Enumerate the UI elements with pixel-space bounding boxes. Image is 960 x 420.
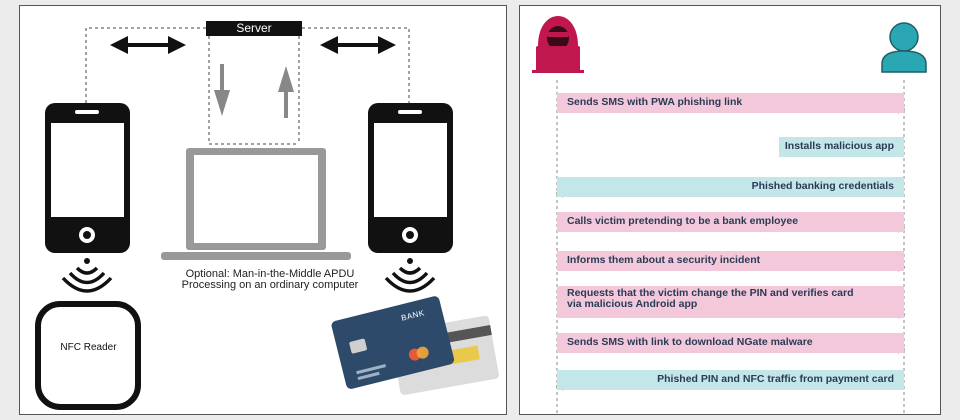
right-double-arrow-icon (320, 36, 396, 54)
laptop-icon (161, 148, 351, 260)
right-phone-icon (368, 103, 453, 253)
laptop-server-arrows (214, 64, 294, 118)
sequence-message-5: Informs them about a security incident (557, 251, 904, 271)
relay-architecture-panel: Server Optional: Man-in-the-Middle APDU … (19, 5, 507, 415)
sequence-message-text: Installs malicious app (784, 140, 894, 152)
sequence-message-text: Phished PIN and NFC traffic from payment… (657, 373, 894, 385)
payment-cards-icon (331, 296, 499, 395)
sequence-message-6: Requests that the victim change the PIN … (557, 286, 904, 318)
sequence-message-text: Informs them about a security incident (567, 254, 761, 266)
bidirectional-arrows (110, 36, 396, 54)
left-double-arrow-icon (110, 36, 186, 54)
sequence-message-text: Calls victim pretending to be a bank emp… (567, 215, 799, 227)
server-left-connector (85, 27, 206, 103)
left-phone-icon (45, 103, 130, 253)
sequence-message-1: Sends SMS with PWA phishing link (557, 93, 904, 113)
sequence-message-text: Sends SMS with PWA phishing link (567, 96, 743, 108)
sequence-message-3: Phished banking credentials (557, 177, 904, 197)
laptop-caption: Optional: Man-in-the-Middle APDU Process… (181, 268, 359, 291)
right-nfc-waves-icon (384, 258, 436, 293)
server-right-connector (302, 27, 410, 103)
sequence-message-4: Calls victim pretending to be a bank emp… (557, 212, 904, 232)
dashed-connectors (85, 27, 410, 145)
sequence-message-7: Sends SMS with link to download NGate ma… (557, 333, 904, 353)
sequence-message-2: Installs malicious app (779, 137, 904, 157)
sequence-message-8: Phished PIN and NFC traffic from payment… (557, 370, 904, 390)
sequence-message-text: Sends SMS with link to download NGate ma… (567, 336, 813, 348)
relay-architecture-drawing (35, 27, 499, 410)
up-arrow-icon (278, 66, 294, 118)
sequence-message-text: Phished banking credentials (751, 180, 894, 192)
sequence-drawing (532, 16, 927, 414)
server-label: Server (206, 21, 302, 36)
sequence-message-text: Requests that the victim change the PIN … (567, 287, 854, 310)
left-nfc-waves-icon (61, 258, 113, 293)
attacker-icon (532, 16, 584, 73)
nfc-reader-label: NFC Reader (60, 342, 117, 353)
down-arrow-icon (214, 64, 230, 116)
victim-icon (881, 22, 927, 73)
nfc-reader-icon (35, 301, 141, 410)
